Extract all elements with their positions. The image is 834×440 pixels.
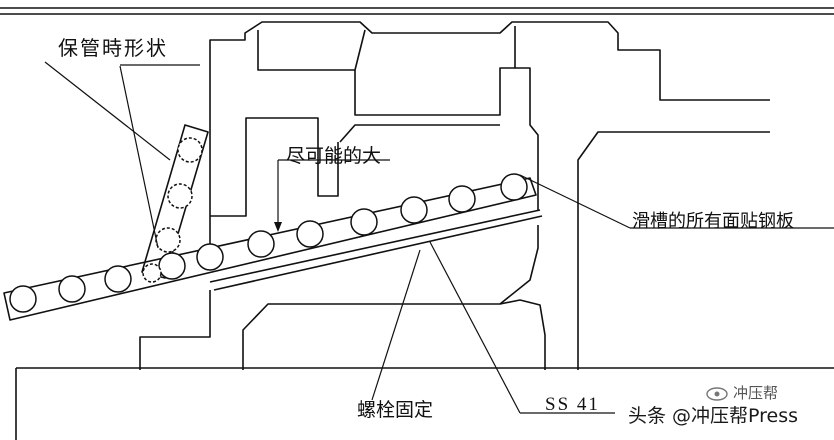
chute-part [58, 275, 86, 303]
bolt-fixed-label: 螺栓固定 [357, 399, 434, 421]
chute-part [296, 220, 324, 248]
punch-mid [339, 124, 500, 143]
leader-hold-2 [119, 65, 159, 249]
chute-part [350, 208, 378, 236]
upper-die-step [354, 26, 516, 116]
watermark-text: 头条 @冲压帮Press [628, 405, 799, 427]
leader-big-arrow [274, 222, 282, 232]
chute-part [500, 173, 528, 201]
leader-hold-1 [44, 61, 171, 161]
chute-part [448, 185, 476, 213]
chute-lining-label: 滑槽的所有面贴钢板 [632, 211, 794, 232]
lower-die-left [139, 290, 211, 370]
chute-lining-plate-2 [213, 215, 543, 291]
right-wall [577, 131, 770, 370]
chute-parts [9, 173, 528, 313]
watermark-small-text: 冲压帮 [733, 384, 779, 402]
chute-part [196, 243, 224, 271]
hold-shape-label: 保管時形状 [58, 36, 168, 60]
leader-bolt [371, 249, 421, 401]
chute-part [104, 265, 132, 293]
lower-die-body [242, 225, 539, 370]
chute-lining-plate [209, 209, 541, 283]
material-label: SS 41 [545, 394, 600, 415]
leader-chute [519, 174, 631, 229]
upper-die-inner [257, 29, 366, 71]
punch-left [210, 117, 339, 217]
chute-part [158, 252, 186, 280]
upper-die-outline [209, 21, 770, 265]
wechat-eye-icon [706, 387, 728, 401]
tube-part [167, 183, 193, 209]
tube-part [155, 227, 181, 253]
leader-ss41-1 [429, 241, 521, 414]
chute-part [247, 230, 275, 258]
tube-part [142, 263, 162, 283]
tube-part [177, 137, 203, 163]
chute-part [9, 285, 37, 313]
chute-part [400, 196, 428, 224]
tube-parts [142, 137, 203, 283]
storage-tube [141, 124, 209, 279]
upper-die-right [515, 67, 539, 210]
lower-die-bump [499, 299, 546, 370]
as-large-label: 尽可能的大 [286, 145, 382, 167]
